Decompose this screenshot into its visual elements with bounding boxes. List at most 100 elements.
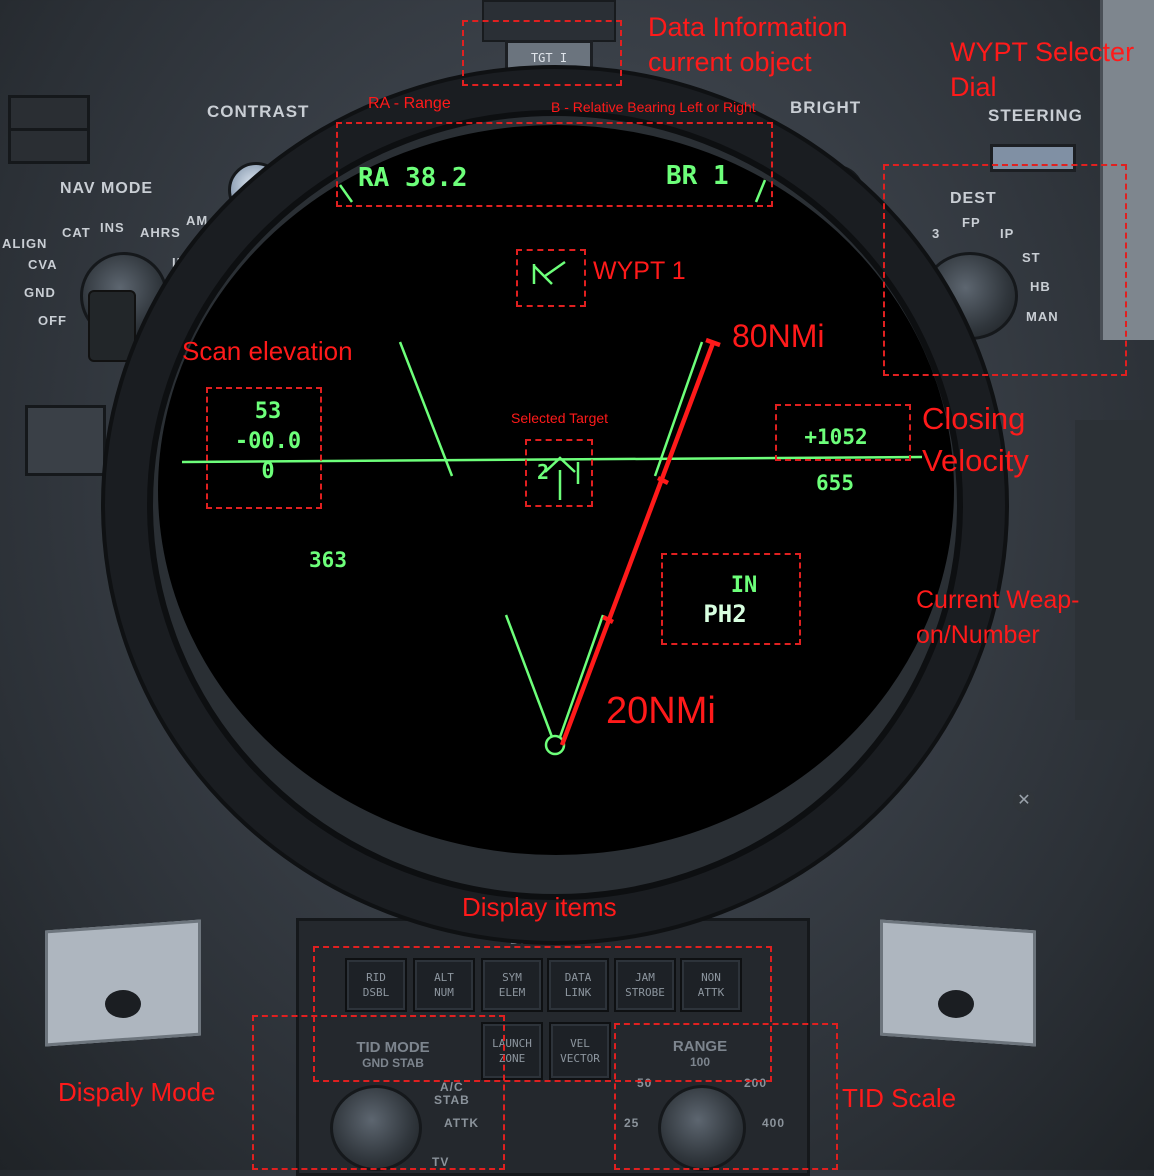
- scan-elev-value1: 53: [255, 399, 282, 424]
- bright-label: BRIGHT: [790, 98, 862, 117]
- steering-button[interactable]: [990, 144, 1076, 172]
- right-edge-panel: [1100, 0, 1154, 340]
- nav-mode-knob-handle: [88, 290, 136, 362]
- tid-mode-l1: TID MODE: [356, 1039, 430, 1056]
- nav-off: OFF: [38, 313, 67, 328]
- vel-l1: VEL: [570, 1037, 590, 1050]
- wypt1-box: [516, 249, 586, 307]
- range-readout: RA 38.2: [358, 163, 468, 193]
- data-l2: LINK: [564, 986, 592, 999]
- range-pos-200: 200: [744, 1076, 768, 1090]
- scan-elevation-label: Scan elevation: [182, 336, 353, 366]
- scan-elev-value3: 0: [261, 459, 274, 484]
- dest-hb: HB: [1030, 279, 1051, 294]
- closing-velocity-label: Closing Velocity: [922, 401, 1029, 478]
- tgt-button-label: TGT I: [530, 51, 568, 65]
- nav-cat: CAT: [62, 225, 91, 240]
- target-symbol-digit: 2: [537, 460, 549, 484]
- dest-ip: IP: [1000, 226, 1015, 241]
- left-mid-button[interactable]: [25, 405, 106, 476]
- sym-l1: SYM: [502, 971, 522, 984]
- dest-3: 3: [932, 226, 941, 241]
- vel-l2: VECTOR: [560, 1052, 600, 1065]
- nav-cva: CVA: [28, 257, 58, 272]
- closing-velocity-value: +1052: [804, 425, 867, 449]
- steering-label: STEERING: [988, 106, 1083, 125]
- weapon-box: [661, 553, 801, 645]
- display-items-box: [313, 946, 772, 1082]
- target-symbol-chevron: [544, 456, 576, 473]
- right-edge-lower: [1075, 420, 1154, 720]
- data-info-box: [462, 20, 622, 86]
- dest-fp: FP: [962, 215, 981, 230]
- launch-zone-button[interactable]: LAUNCH ZONE: [481, 1022, 543, 1080]
- left-upper-button-1[interactable]: [8, 95, 90, 133]
- range-l2: 100: [689, 1055, 711, 1069]
- nav-mode-title: NAV MODE: [60, 180, 154, 197]
- range-scale-tick-80: [705, 337, 721, 348]
- sym-elem-button[interactable]: SYM ELEM: [481, 958, 543, 1012]
- data-info-label: Data Information current object: [648, 12, 848, 77]
- vel-vector-button[interactable]: VEL VECTOR: [549, 1022, 611, 1080]
- nav-align: ALIGN: [2, 236, 48, 251]
- value-655: 655: [816, 471, 854, 495]
- jam-strobe-button[interactable]: JAM STROBE: [614, 958, 676, 1012]
- non-attk-button[interactable]: NON ATTK: [680, 958, 742, 1012]
- scan-limit-right-upper: [653, 341, 704, 477]
- weapon-id-text: PH2: [703, 600, 746, 628]
- data-l1: DATA: [564, 971, 592, 984]
- ra-range-label: RA - Range: [368, 95, 451, 112]
- nav-am: AM: [186, 213, 209, 228]
- non-l2: ATTK: [697, 986, 725, 999]
- jam-l1: JAM: [635, 971, 655, 984]
- non-l1: NON: [701, 971, 721, 984]
- scan-limit-right-lower: [558, 614, 605, 738]
- crt-screen: [158, 125, 954, 855]
- lz-l2: ZONE: [498, 1052, 526, 1065]
- right-foot-hole: [938, 990, 974, 1018]
- tid-mode-placard: TID MODE GND STAB: [318, 1025, 468, 1075]
- panel-screw-icon: ✕: [1013, 790, 1035, 812]
- scan-elevation-box: [206, 387, 322, 509]
- weapon-mode-text: IN: [731, 573, 758, 598]
- value-363: 363: [309, 548, 347, 572]
- closing-velocity-box: [775, 404, 911, 461]
- range-pos-25: 25: [624, 1116, 640, 1130]
- range-l1: RANGE: [672, 1038, 728, 1055]
- display-items-label: Display items: [462, 892, 617, 922]
- horizon-line: [181, 455, 923, 464]
- range-scale-line: [559, 342, 716, 746]
- tid-scale-label: TID Scale: [842, 1083, 957, 1113]
- range-20nmi-label: 20NMi: [606, 690, 716, 732]
- rid-l1: RID: [366, 971, 386, 984]
- wypt-dial-label: WYPT Selecter Dial: [950, 37, 1135, 102]
- tid-pos-ac: A/C: [440, 1080, 464, 1094]
- scan-limit-left-upper: [398, 341, 454, 477]
- selected-target-box: [525, 439, 593, 507]
- left-foot-hole: [105, 990, 141, 1018]
- dest-st: ST: [1022, 250, 1041, 265]
- lz-l1: LAUNCH: [492, 1037, 532, 1050]
- range-scale-annotation: [559, 337, 721, 746]
- tid-pos-attk: ATTK: [444, 1116, 480, 1130]
- alt-l2: NUM: [434, 986, 454, 999]
- range-scale-tick-mid1: [656, 475, 670, 486]
- tid-scale-box: [614, 1023, 838, 1170]
- display-mode-box: [252, 1015, 505, 1170]
- jam-l2: STROBE: [625, 986, 665, 999]
- range-scale-tick-mid2: [601, 614, 615, 625]
- nav-gnd: GND: [24, 285, 56, 300]
- tid-mode-l2: GND STAB: [362, 1056, 424, 1070]
- relative-bearing-label: B - Relative Bearing Left or Right: [551, 99, 756, 115]
- sym-l2: ELEM: [498, 986, 526, 999]
- waypoint-symbol-line3: [544, 260, 566, 278]
- range-80nmi-label: 80NMi: [732, 318, 825, 354]
- left-upper-button-2[interactable]: [8, 128, 90, 164]
- scan-limit-left-lower: [504, 614, 554, 738]
- data-link-button[interactable]: DATA LINK: [547, 958, 609, 1012]
- waypoint-symbol-line2: [533, 265, 553, 285]
- tid-pos-stab: STAB: [434, 1093, 470, 1107]
- range-bracket-left: [338, 184, 354, 203]
